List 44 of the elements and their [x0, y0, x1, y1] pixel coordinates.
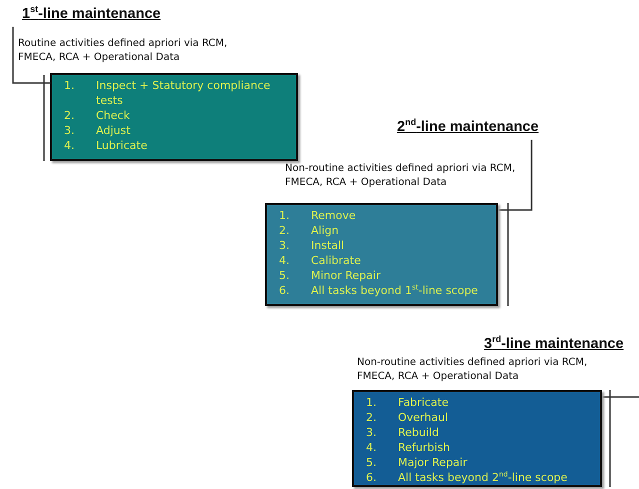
item-number: 1.	[366, 395, 378, 410]
item-number: 3.	[366, 425, 378, 440]
item-number: 4.	[64, 138, 76, 153]
task-item: Major Repair	[398, 455, 468, 470]
task-list-box	[265, 203, 498, 306]
connector-line	[498, 140, 532, 211]
connector-line	[12, 26, 50, 84]
item-number: 6.	[366, 470, 378, 485]
task-item: Remove	[311, 208, 357, 223]
connector-line	[602, 396, 639, 398]
description-text: Non-routine activities defined apriori via RCM, FMECA, RCA + Operational Data	[357, 356, 588, 384]
item-number: 1.	[279, 208, 290, 223]
item-number: 5.	[279, 268, 290, 283]
task-item: Align	[311, 223, 340, 238]
task-item: Lubricate	[96, 138, 148, 153]
task-item: Check	[96, 108, 131, 123]
item-number: 4.	[279, 253, 290, 268]
task-item: Adjust	[96, 123, 132, 138]
task-item: Install	[311, 238, 346, 253]
task-item: Rebuild	[398, 425, 440, 440]
item-number: 2.	[64, 108, 76, 123]
item-number: 3.	[279, 238, 290, 253]
task-item: All tasks beyond 2$^{nd}$-line scope	[398, 470, 568, 485]
item-number: 6.	[279, 283, 290, 298]
task-item: Calibrate	[311, 253, 362, 268]
item-number: 1.	[64, 78, 76, 94]
item-number: 2.	[279, 223, 290, 238]
item-number: 4.	[366, 440, 378, 455]
maintenance-heading: 2$^{nd}$-line maintenance	[397, 117, 539, 135]
item-number: 5.	[366, 455, 378, 470]
task-item: Minor Repair	[311, 268, 382, 283]
task-item: All tasks beyond 1$^{st}$-line scope	[311, 283, 479, 298]
task-item: Inspect + Statutory compliance tests	[96, 78, 272, 108]
item-number: 2.	[366, 410, 378, 425]
task-item: Refurbish	[398, 440, 452, 455]
description-text: Routine activities defined apriori via RCM, FMECA, RCA + Operational Data	[18, 37, 228, 65]
task-item: Overhaul	[398, 410, 450, 425]
description-text: Non-routine activities defined apriori via RCM, FMECA, RCA + Operational Data	[285, 162, 516, 190]
maintenance-heading: 3$^{rd}$-line maintenance	[484, 334, 624, 352]
task-list-box	[50, 73, 298, 161]
task-item: Fabricate	[398, 395, 450, 410]
maintenance-heading: 1$^{st}$-line maintenance	[22, 4, 161, 22]
task-list-box	[352, 390, 602, 487]
item-number: 3.	[64, 123, 76, 138]
